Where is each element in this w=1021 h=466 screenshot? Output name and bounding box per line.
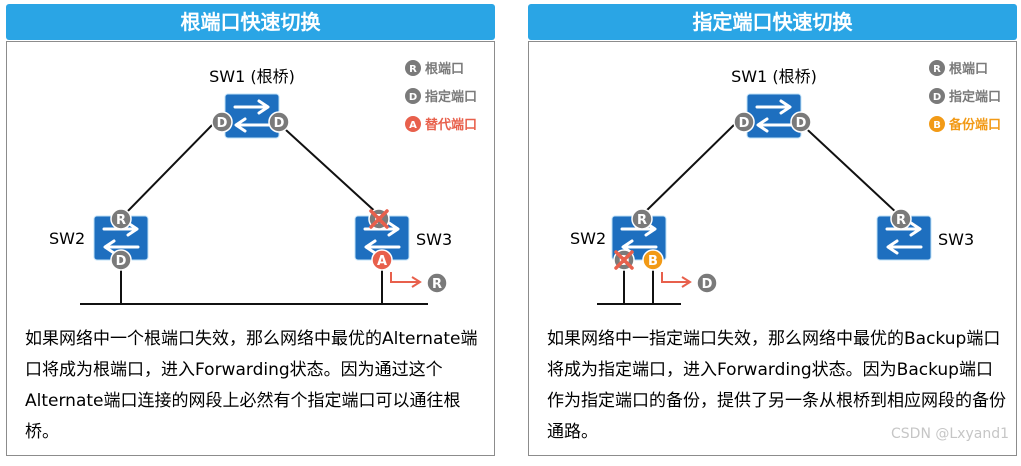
- panel-body: SW1 (根桥) SW2 SW3 D D R D: [528, 41, 1017, 456]
- svg-text:D: D: [702, 277, 713, 292]
- svg-text:A: A: [409, 120, 417, 131]
- svg-text:R: R: [432, 277, 442, 292]
- svg-text:根端口: 根端口: [425, 61, 464, 77]
- svg-text:D: D: [217, 116, 228, 131]
- port-badge: D: [733, 111, 755, 133]
- transition-arrow-icon: [390, 272, 419, 283]
- svg-text:B: B: [648, 254, 658, 269]
- link-sw1-sw2: [123, 119, 218, 216]
- svg-text:R: R: [933, 64, 941, 75]
- svg-text:指定端口: 指定端口: [425, 89, 477, 105]
- svg-text:D: D: [739, 116, 750, 131]
- topology-diagram: SW1 (根桥) SW2 SW3 D D R D R: [49, 60, 477, 305]
- failure-x-icon: [369, 209, 389, 229]
- legend-designated-port: D 指定端口: [929, 88, 1001, 105]
- link-sw1-sw2: [641, 119, 740, 216]
- port-badge: R: [631, 208, 653, 230]
- port-badge: D: [268, 111, 290, 133]
- alternate-port-badge: A: [371, 249, 393, 271]
- svg-text:D: D: [796, 116, 807, 131]
- failed-port-badge: R: [368, 208, 390, 230]
- port-badge: D: [790, 111, 812, 133]
- transition-arrow-icon: [661, 272, 689, 283]
- port-badge: D: [211, 111, 233, 133]
- topology-diagram: SW1 (根桥) SW2 SW3 D D R D: [570, 60, 1001, 305]
- link-sw1-sw3: [796, 119, 900, 216]
- legend-root-port: R 根端口: [405, 60, 464, 77]
- legend-root-port: R 根端口: [929, 60, 988, 77]
- legend-backup-port: B 备份端口: [929, 116, 1001, 133]
- svg-text:D: D: [274, 116, 285, 131]
- result-port-badge: R: [426, 272, 448, 294]
- svg-text:D: D: [409, 92, 417, 103]
- backup-port-badge: B: [642, 249, 664, 271]
- root-port-panel: 根端口快速切换 SW1 (根桥) SW2 SW3: [6, 4, 495, 456]
- sw2-label: SW2: [570, 229, 606, 248]
- svg-text:D: D: [116, 254, 127, 269]
- sw2-label: SW2: [49, 229, 85, 248]
- port-badge: R: [890, 208, 912, 230]
- description-text: 如果网络中一指定端口失效，那么网络中最优的Backup端口将成为指定端口，进入F…: [547, 329, 1006, 442]
- svg-text:备份端口: 备份端口: [948, 117, 1001, 133]
- sw1-label: SW1 (根桥): [731, 67, 817, 86]
- svg-text:R: R: [116, 213, 126, 228]
- panel-title: 指定端口快速切换: [528, 4, 1017, 40]
- svg-text:R: R: [637, 213, 647, 228]
- svg-text:R: R: [409, 64, 417, 75]
- svg-text:B: B: [933, 120, 941, 131]
- watermark: CSDN @Lxyand1: [891, 426, 1009, 442]
- svg-text:根端口: 根端口: [949, 61, 988, 77]
- link-sw1-sw3: [274, 119, 380, 216]
- svg-text:指定端口: 指定端口: [949, 89, 1001, 105]
- panel-body: SW1 (根桥) SW2 SW3 D D R D R: [6, 41, 495, 456]
- legend-designated-port: D 指定端口: [405, 88, 477, 105]
- svg-text:A: A: [377, 254, 387, 269]
- result-port-badge: D: [696, 272, 718, 294]
- description-text: 如果网络中一个根端口失效，那么网络中最优的Alternate端口将成为根端口，进…: [25, 329, 478, 442]
- legend-alternate-port: A 替代端口: [405, 116, 477, 133]
- svg-text:替代端口: 替代端口: [425, 117, 477, 133]
- sw3-label: SW3: [416, 230, 452, 249]
- svg-text:R: R: [896, 213, 906, 228]
- svg-text:D: D: [933, 92, 941, 103]
- failed-port-badge: D: [613, 249, 635, 271]
- failure-x-icon: [614, 250, 634, 270]
- port-badge: R: [110, 208, 132, 230]
- designated-port-panel: 指定端口快速切换 SW1 (根桥) SW2 SW3: [528, 4, 1017, 456]
- sw1-label: SW1 (根桥): [209, 67, 295, 86]
- port-badge: D: [110, 249, 132, 271]
- panel-title: 根端口快速切换: [6, 4, 495, 40]
- sw3-label: SW3: [938, 230, 974, 249]
